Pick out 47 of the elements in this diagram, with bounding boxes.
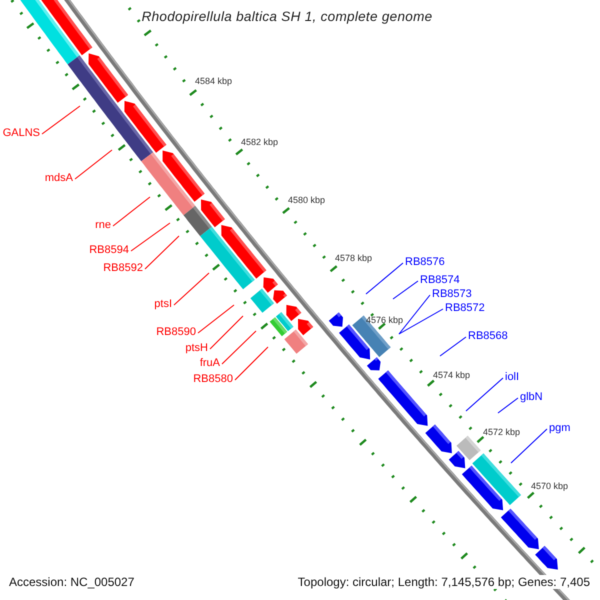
gene-label: rne (95, 218, 111, 232)
gene-label: ptsH (185, 341, 208, 355)
gene-label: RB8568 (468, 329, 508, 343)
gene-label: pgm (549, 421, 570, 435)
gene-label: RB8580 (193, 372, 233, 386)
leader-line (398, 308, 444, 334)
gene-label: ptsI (154, 297, 172, 311)
leader-line (144, 236, 180, 270)
title: Rhodopirellula baltica SH 1, complete genome (140, 9, 434, 24)
leader-line (74, 150, 112, 180)
leader-line (398, 294, 430, 334)
scale-label: 4582 kbp (241, 136, 278, 149)
gene-label: mdsA (44, 171, 73, 185)
scale-label: 4580 kbp (288, 194, 326, 207)
gene-label: RB8590 (156, 325, 196, 339)
gene-label: iolI (505, 370, 520, 384)
leader-line (174, 272, 210, 306)
scale-label: 4570 kbp (531, 480, 568, 493)
scale-label: 4574 kbp (433, 369, 470, 382)
gene-label: RB8594 (89, 243, 129, 257)
leader-line (234, 346, 268, 380)
footer-text: Topology: circular; Length: 7,145,576 bp; Genes: 7,405 (298, 575, 590, 589)
leader-line (510, 428, 548, 464)
gene-label: GALNS (2, 126, 40, 140)
gene-label: glbN (520, 390, 543, 404)
leader-line (392, 280, 418, 300)
footer-text: Accession: NC_005027 (9, 575, 134, 589)
gene-label: RB8592 (103, 261, 143, 275)
scale-label: 4572 kbp (483, 426, 520, 439)
gene-label: RB8573 (432, 287, 472, 301)
gene-label: RB8572 (445, 301, 485, 315)
scale-label: 4576 kbp (366, 314, 404, 327)
leader-line (498, 398, 518, 414)
leader-line (210, 316, 244, 350)
leader-line (466, 378, 504, 412)
gene-label: RB8574 (420, 273, 460, 287)
leader-line (130, 222, 170, 252)
scale-label: 4584 kbp (195, 75, 232, 88)
leader-line (366, 262, 404, 294)
gene-label: RB8576 (405, 255, 445, 269)
leader-line (42, 106, 80, 134)
leader-line (198, 304, 234, 334)
leader-line (222, 330, 256, 364)
leader-line (112, 196, 150, 226)
leader-line (440, 336, 466, 356)
scale-label: 4578 kbp (335, 252, 372, 265)
gene-label: fruA (200, 356, 220, 370)
